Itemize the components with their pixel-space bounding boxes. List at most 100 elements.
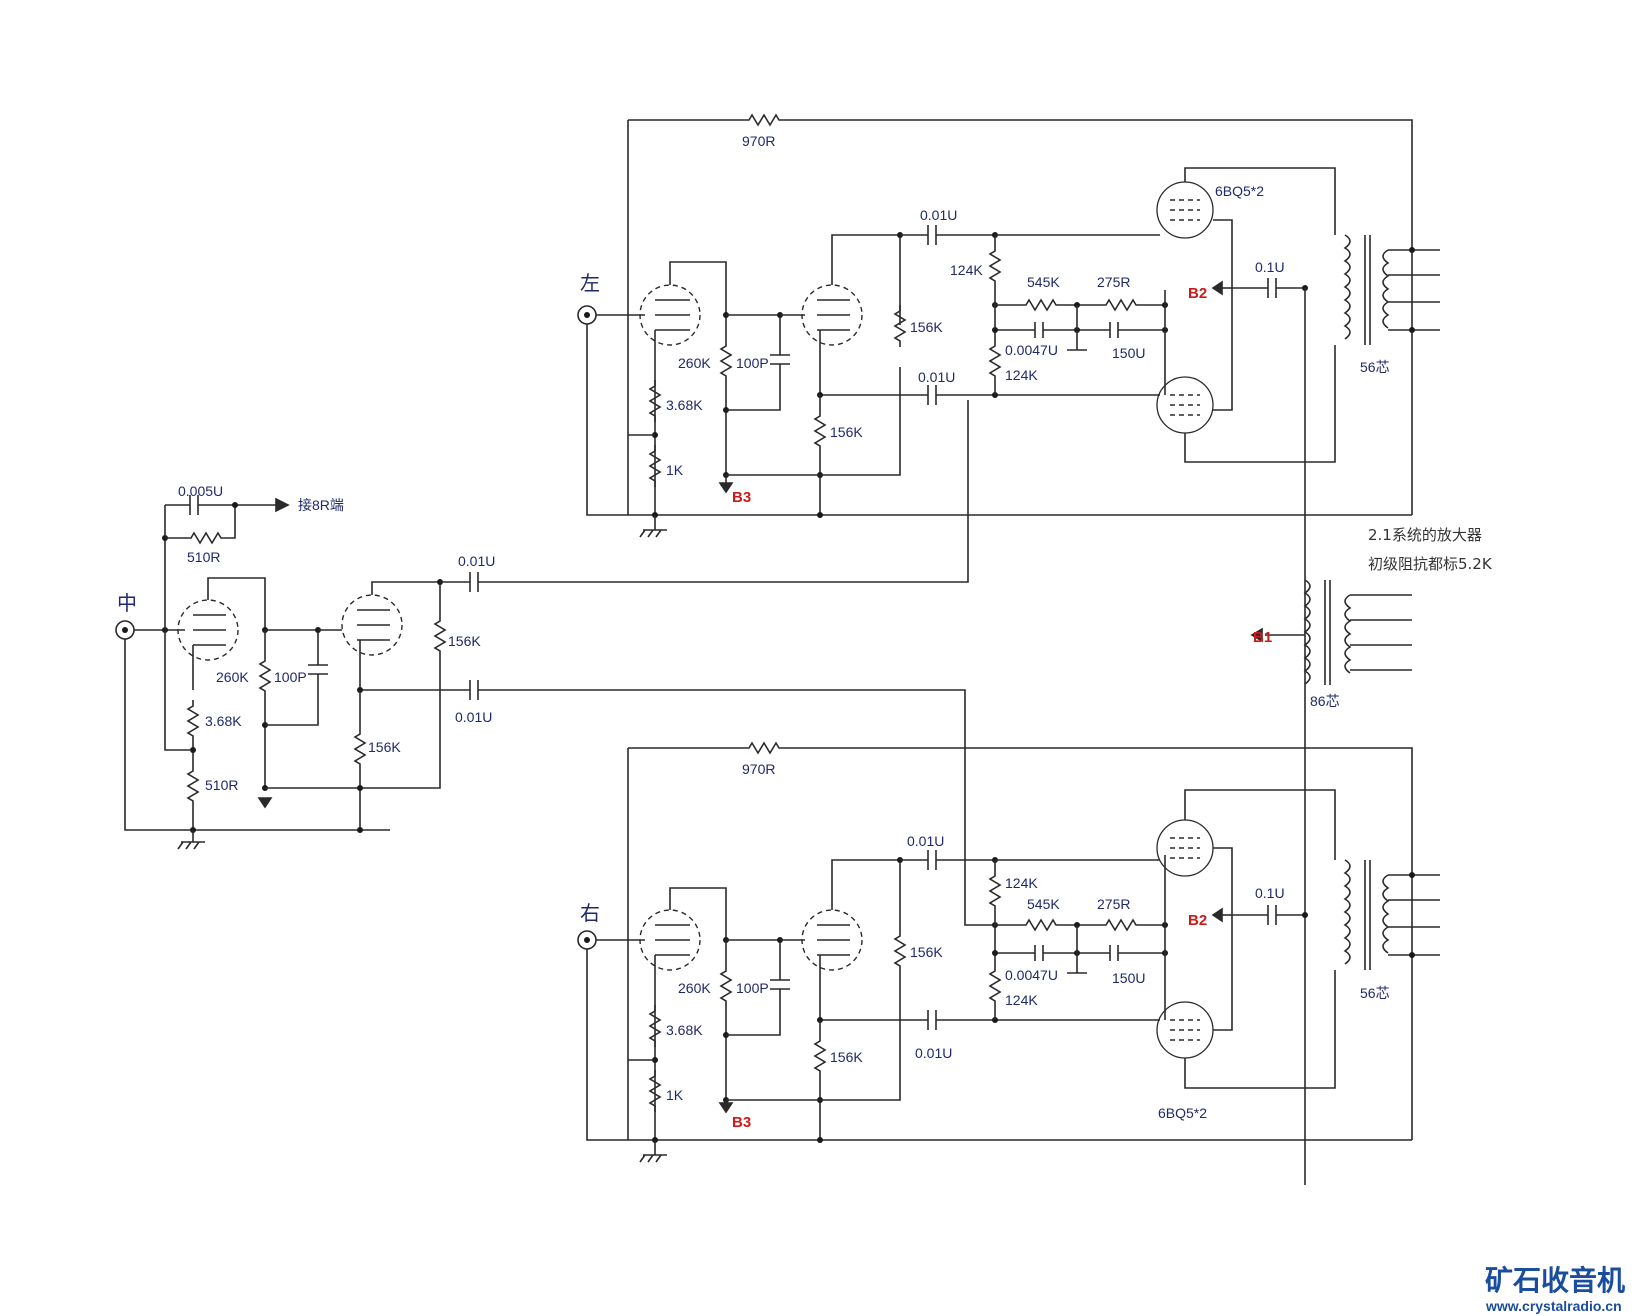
label-510r-center: 510R xyxy=(205,777,238,793)
capacitor-150u-left xyxy=(1077,322,1165,338)
label-275r-left: 275R xyxy=(1097,274,1130,290)
capacitor-01u-left xyxy=(1232,278,1305,298)
capacitor-coupling-top-center xyxy=(440,400,969,592)
feedback-resistor-right xyxy=(742,742,786,754)
label-156k-high-right: 156K xyxy=(910,944,943,960)
capacitor-coupling-bot-center xyxy=(440,680,995,926)
rail-b2-right: B2 xyxy=(1188,912,1207,929)
label-100p-right: 100P xyxy=(736,980,769,996)
resistor-156k-low-left xyxy=(814,409,826,453)
resistor-275r-left xyxy=(1099,299,1143,311)
label-1k-left: 1K xyxy=(666,462,684,478)
label-260k-center: 260K xyxy=(216,669,249,685)
ground-icon xyxy=(639,1140,667,1163)
note-line-1: 2.1系统的放大器 xyxy=(1368,526,1482,544)
center-output-transformer xyxy=(1303,579,1311,685)
label-260k-left: 260K xyxy=(678,355,711,371)
tube-v2-center xyxy=(341,594,403,656)
label-150u-right: 150U xyxy=(1112,970,1145,986)
resistor-124k-bot-right xyxy=(989,964,1001,1008)
resistor-260k-left xyxy=(720,339,732,383)
label-01u-right: 0.1U xyxy=(1255,885,1285,901)
capacitor-0005-center xyxy=(165,495,235,515)
resistor-124k-top-right xyxy=(989,869,1001,913)
capacitor-coupling-top-right xyxy=(900,850,995,870)
label-124k-top-right: 124K xyxy=(1005,875,1038,891)
resistor-275r-right xyxy=(1099,919,1143,931)
channel-label-left: 左 xyxy=(580,271,600,295)
output-transformer-right xyxy=(1343,859,1351,965)
resistor-156k-high-left xyxy=(894,304,906,348)
label-124k-bot-left: 124K xyxy=(1005,367,1038,383)
capacitor-coupling-top-left xyxy=(900,225,995,245)
center-channel xyxy=(115,400,1412,926)
label-510r-fb-center: 510R xyxy=(187,549,220,565)
note-line-2: 初级阻抗都标5.2K xyxy=(1368,555,1493,573)
label-545k-left: 545K xyxy=(1027,274,1060,290)
label-6bq5-left: 6BQ5*2 xyxy=(1215,183,1264,199)
label-124k-bot-right: 124K xyxy=(1005,992,1038,1008)
tube-6bq5-top-right xyxy=(1156,819,1214,877)
rail-b3-left: B3 xyxy=(732,489,751,506)
label-368k-left: 3.68K xyxy=(666,397,703,413)
label-156k-high-left: 156K xyxy=(910,319,943,335)
rail-b1: B1 xyxy=(1253,629,1272,646)
tube-v1-right xyxy=(639,909,701,971)
tube-6bq5-bot-left xyxy=(1156,376,1214,434)
ground-icon xyxy=(177,830,205,850)
resistor-510r-center xyxy=(187,764,199,808)
capacitor-0047-right xyxy=(995,945,1077,961)
label-001u-top-left: 0.01U xyxy=(920,207,957,223)
resistor-124k-bot-left xyxy=(989,339,1001,383)
resistor-260k-right xyxy=(720,964,732,1008)
label-156k-low-left: 156K xyxy=(830,424,863,440)
resistor-260k-center xyxy=(259,654,271,698)
label-0047u-right: 0.0047U xyxy=(1005,967,1058,983)
label-0047u-left: 0.0047U xyxy=(1005,342,1058,358)
label-0005u-center: 0.005U xyxy=(178,483,223,499)
label-368k-center: 3.68K xyxy=(205,713,242,729)
feedback-resistor-left xyxy=(742,114,786,126)
resistor-124k-top-left xyxy=(989,244,1001,288)
label-156k-low-right: 156K xyxy=(830,1049,863,1065)
resistor-156k-high-center xyxy=(434,614,446,658)
label-156k-high-center: 156K xyxy=(448,633,481,649)
label-100p-left: 100P xyxy=(736,355,769,371)
tube-v2-right xyxy=(801,909,863,971)
label-275r-right: 275R xyxy=(1097,896,1130,912)
label-368k-right: 3.68K xyxy=(666,1022,703,1038)
watermark-url: www.crystalradio.cn xyxy=(1485,1298,1622,1314)
channel-label-center: 中 xyxy=(117,591,137,615)
tube-6bq5-top-left xyxy=(1156,181,1214,239)
label-100p-center: 100P xyxy=(274,669,307,685)
label-156k-low-center: 156K xyxy=(368,739,401,755)
label-260k-right: 260K xyxy=(678,980,711,996)
capacitor-0047-left xyxy=(995,322,1077,338)
label-001u-bot-center: 0.01U xyxy=(455,709,492,725)
capacitor-01u-right xyxy=(1232,905,1305,925)
watermark-logo: 矿石收音机 xyxy=(1485,1264,1625,1297)
label-001u-top-right: 0.01U xyxy=(907,833,944,849)
tube-v2-left xyxy=(801,284,863,346)
label-001u-bot-right: 0.01U xyxy=(915,1045,952,1061)
capacitor-150u-right xyxy=(1077,945,1165,961)
label-to-8r: 接8R端 xyxy=(298,497,344,513)
channel-label-right: 右 xyxy=(580,901,600,925)
label-001u-bot-left: 0.01U xyxy=(918,369,955,385)
label-970r-right: 970R xyxy=(742,761,775,777)
capacitor-coupling-bot-right xyxy=(900,1010,1160,1030)
label-1k-right: 1K xyxy=(666,1087,684,1103)
label-86core-center: 86芯 xyxy=(1310,693,1340,709)
resistor-156k-low-right xyxy=(814,1034,826,1078)
resistor-368k-center xyxy=(187,699,199,743)
rail-b3-right: B3 xyxy=(732,1114,751,1131)
rail-b2-left: B2 xyxy=(1188,285,1207,302)
tube-6bq5-bot-right xyxy=(1156,1001,1214,1059)
tube-v1-center xyxy=(177,599,239,661)
label-150u-left: 150U xyxy=(1112,345,1145,361)
label-56core-right: 56芯 xyxy=(1360,985,1390,1001)
tube-v1-left xyxy=(639,284,701,346)
resistor-510r-fb-center xyxy=(184,532,228,544)
